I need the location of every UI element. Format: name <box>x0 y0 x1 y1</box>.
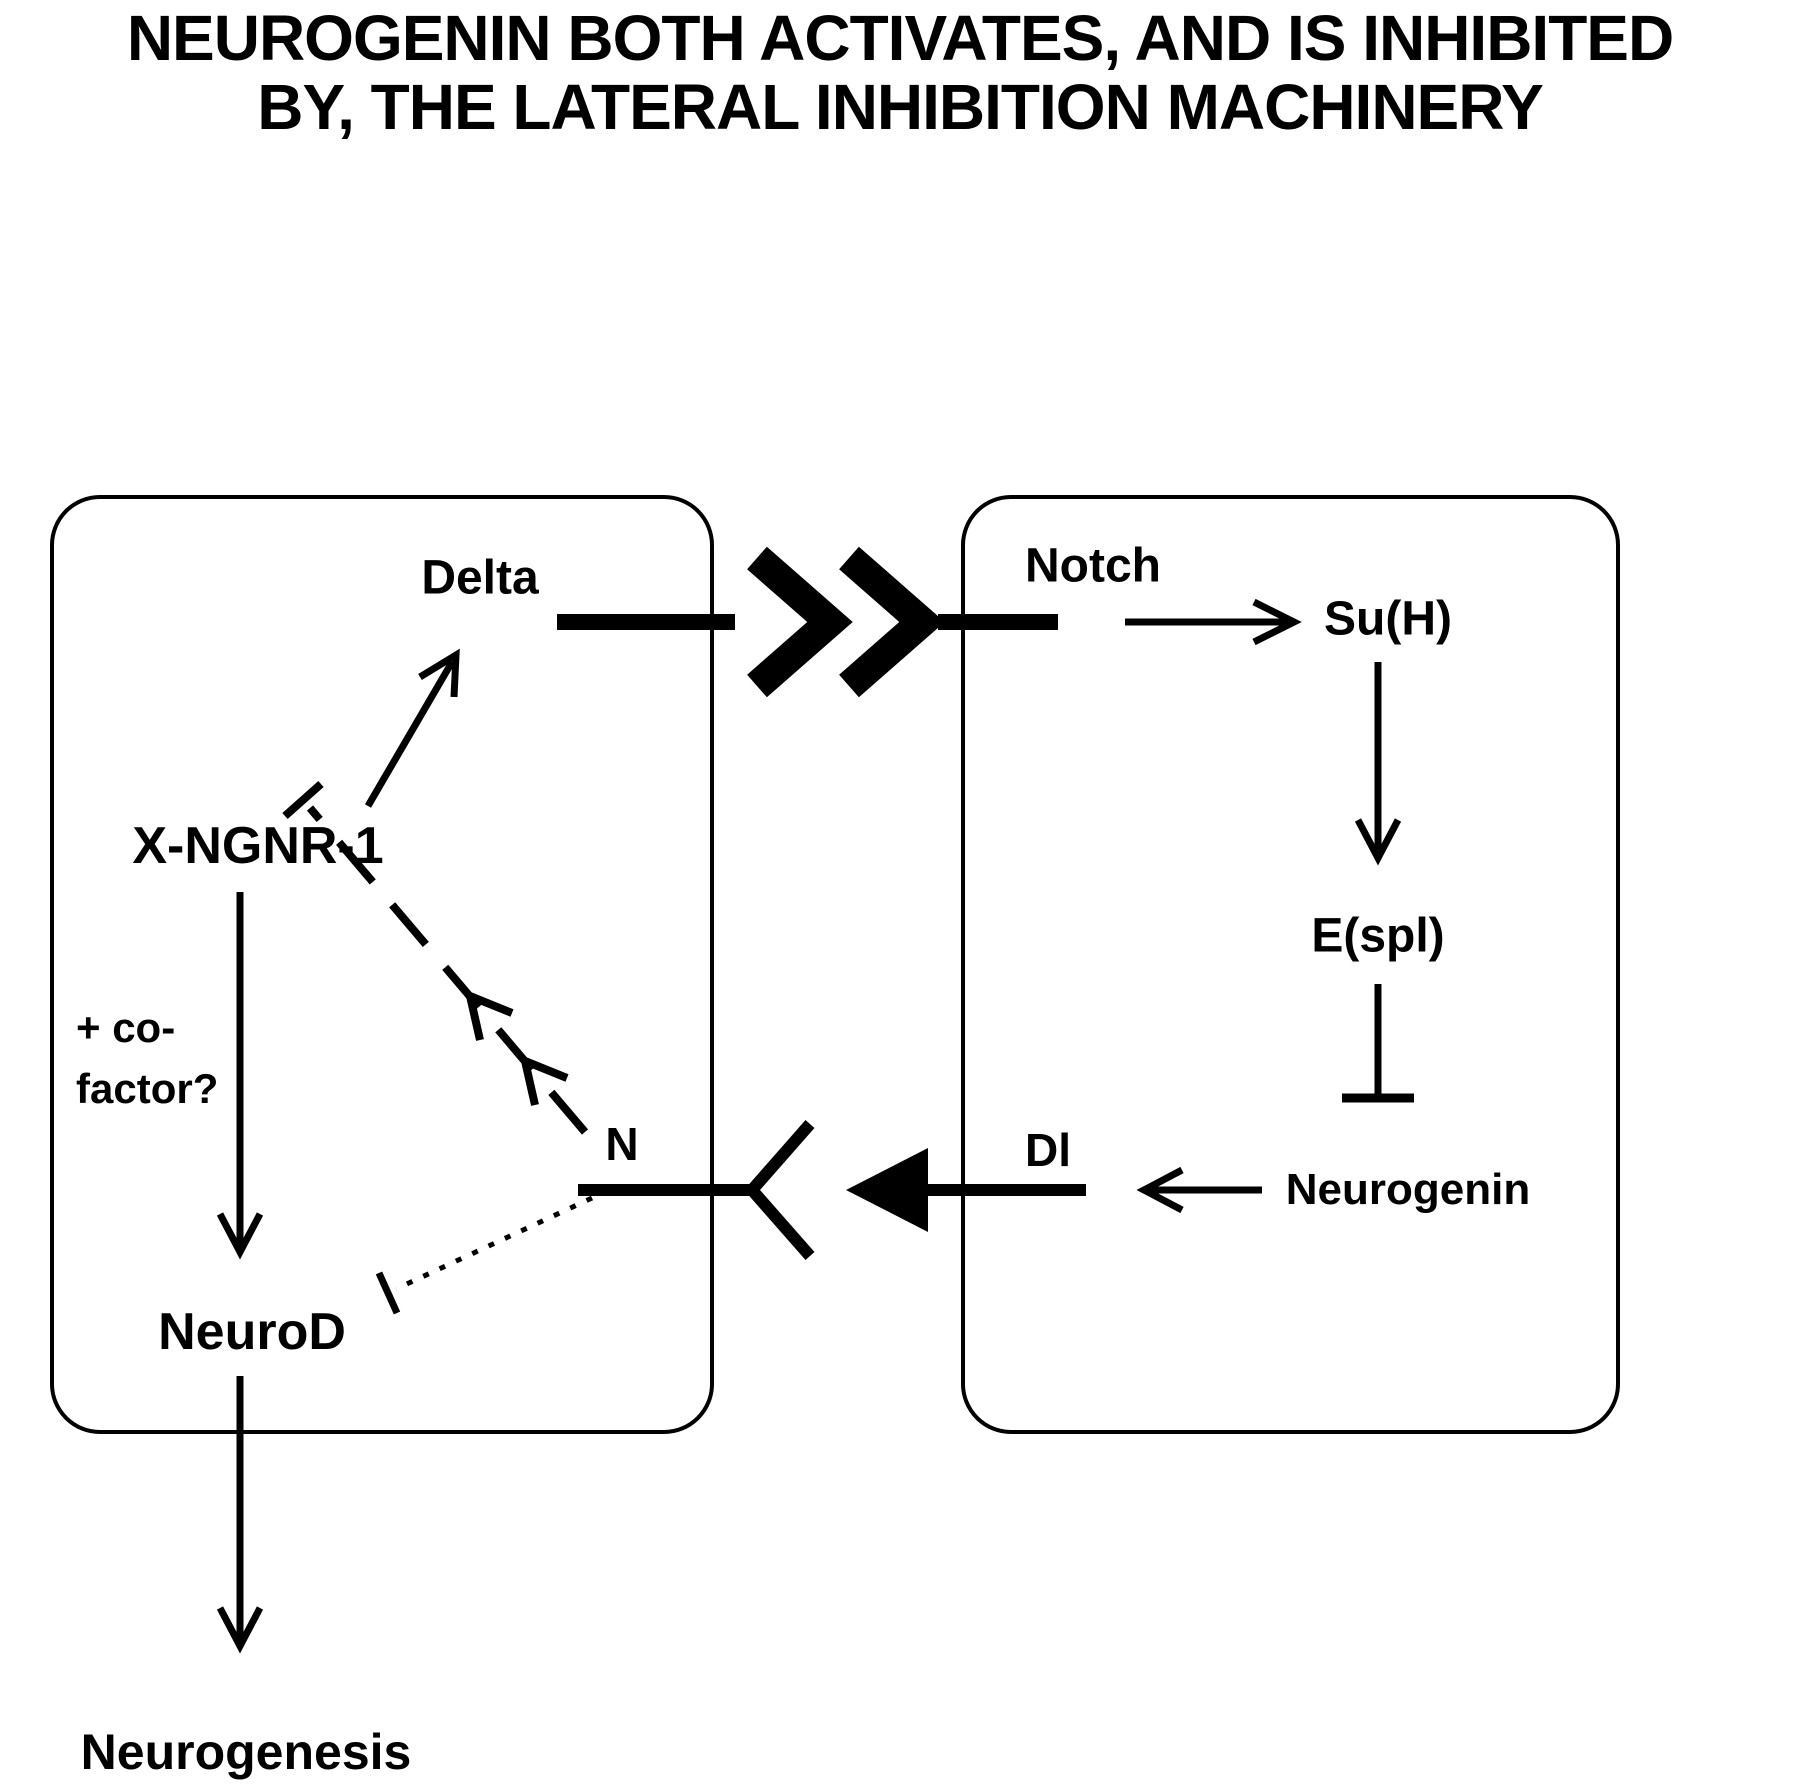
xngnr1-neurod-arrowhead <box>216 1212 264 1260</box>
figure-title: NEUROGENIN BOTH ACTIVATES, AND IS INHIBI… <box>0 2 1800 144</box>
neurogenin-dl-arrow <box>1136 1166 1262 1214</box>
dl-n-signal-arrow <box>846 1148 1086 1232</box>
neurod-neurogenesis-arrowhead <box>216 1606 264 1654</box>
suh-espl-arrow <box>1354 662 1402 866</box>
n-xngnr1-tbar <box>282 781 324 819</box>
right-cell-outline <box>961 495 1620 1434</box>
cofactor-label: + co- factor? <box>76 998 218 1120</box>
notch-suh-arrow <box>1125 598 1302 646</box>
neurogenesis-label: Neurogenesis <box>80 1724 412 1780</box>
xngnr1-delta-line <box>364 660 456 808</box>
notch-label: Notch <box>1025 539 1161 593</box>
n-neurod-dotted-line <box>394 1195 594 1292</box>
cofactor-label-line1: + co- <box>76 1004 176 1051</box>
xngnr1-neurod-arrow <box>216 892 264 1260</box>
neurod-neurogenesis-arrow <box>216 1376 264 1654</box>
n-neurod-inhibition <box>375 1195 594 1315</box>
n-receptor-fork-arms <box>744 1120 815 1260</box>
su-h-label: Su(H) <box>1324 592 1452 646</box>
e-spl-label: E(spl) <box>1311 909 1445 963</box>
delta-notch-signal-arrow <box>557 546 1058 698</box>
xngnr1-delta-arrow <box>364 648 460 808</box>
x-ngnr-1-label: X-NGNR-1 <box>132 817 384 875</box>
n-xngnr1-arrowhead-1 <box>519 1054 569 1106</box>
n-xngnr1-dashed-line <box>306 805 589 1135</box>
neurod-label: NeuroD <box>158 1303 346 1361</box>
n-xngnr1-inhibition <box>282 781 589 1135</box>
delta-notch-chevron-1 <box>747 546 853 698</box>
figure-title-line2: BY, THE LATERAL INHIBITION MACHINERY <box>257 71 1544 144</box>
neurogenin-label: Neurogenin <box>1285 1165 1531 1214</box>
figure-title-line1: NEUROGENIN BOTH ACTIVATES, AND IS INHIBI… <box>126 2 1674 74</box>
neurogenin-dl-arrowhead <box>1136 1166 1184 1214</box>
n-xngnr1-arrowhead-2 <box>464 989 514 1041</box>
n-receptor-label: N <box>605 1118 639 1170</box>
cofactor-label-line2: factor? <box>76 1064 219 1112</box>
notch-suh-arrowhead <box>1252 598 1302 646</box>
suh-espl-arrowhead <box>1354 818 1402 866</box>
xngnr1-delta-arrowhead <box>418 648 460 698</box>
dl-n-solid-arrowhead <box>846 1148 928 1232</box>
left-cell-outline <box>50 495 714 1434</box>
dl-label: Dl <box>1025 1124 1071 1176</box>
n-neurod-tbar <box>375 1271 401 1315</box>
espl-neurogenin-inhibition <box>1342 984 1414 1103</box>
delta-notch-chevron-2 <box>839 546 945 698</box>
n-receptor-fork <box>578 1120 815 1260</box>
delta-label: Delta <box>421 551 539 605</box>
